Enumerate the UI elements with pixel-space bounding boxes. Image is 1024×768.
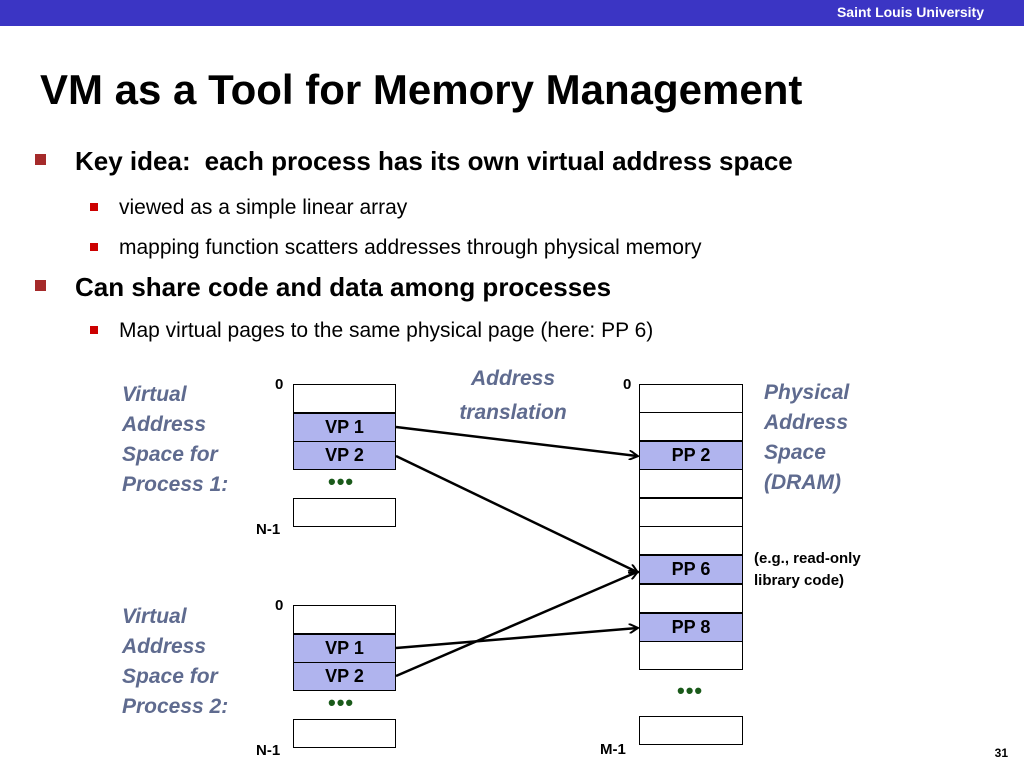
p1-zero-label: 0 (275, 376, 284, 393)
label-line: Process 2: (122, 695, 229, 718)
bullet-marker (35, 280, 46, 291)
note-line: (e.g., read-only (754, 550, 861, 567)
university-name: Saint Louis University (836, 4, 984, 20)
dram-page-last (639, 716, 743, 745)
p2-vp2: VP 2 (293, 662, 396, 691)
label-line: Address (470, 367, 556, 390)
p1-n-minus-1-label: N-1 (256, 521, 281, 538)
process2-label: Virtual Address Space for Process 2: (122, 602, 228, 722)
note-line: library code) (754, 572, 845, 589)
sub-bullet-text: Map virtual pages to the same physical p… (119, 319, 654, 342)
label-line: Physical (764, 381, 850, 404)
key-idea-label: Key idea: (75, 146, 191, 176)
label-line: Process 1: (122, 473, 229, 496)
address-translation-label: Address translation (438, 362, 588, 430)
dram-page (639, 584, 743, 613)
arrow-p2-vp1-to-pp8 (395, 628, 637, 650)
sub-bullet-linear-array: viewed as a simple linear array (90, 196, 408, 220)
sub-bullet-marker (90, 326, 98, 334)
arrow-p2-vp2-to-pp6 (395, 572, 637, 678)
p1-page-empty (293, 384, 396, 413)
label-line: Address (122, 413, 207, 436)
label-line: Address (764, 411, 849, 434)
bullet-marker (35, 154, 46, 165)
label-line: Address (122, 635, 207, 658)
page-number: 31 (994, 746, 1008, 760)
slide-title: VM as a Tool for Memory Management (40, 66, 803, 113)
sub-bullet-text: mapping function scatters addresses thro… (119, 236, 702, 259)
sub-bullet-map-pages: Map virtual pages to the same physical p… (90, 319, 654, 343)
label-line: Space for (122, 665, 218, 688)
label-line: Virtual (122, 605, 187, 628)
dram-pp6: PP 6 (639, 555, 743, 584)
dram-zero-label: 0 (623, 376, 632, 393)
physical-address-space-label: Physical Address Space (DRAM) (764, 378, 849, 498)
p2-page-last (293, 719, 396, 748)
p1-page-last (293, 498, 396, 527)
dram-m-minus-1-label: M-1 (600, 741, 626, 758)
key-idea-text: each process has its own virtual address… (204, 146, 793, 176)
dram-pp8: PP 8 (639, 613, 743, 642)
p2-page-empty (293, 605, 396, 634)
header-bar: Saint Louis University (0, 0, 1024, 26)
sub-bullet-text: viewed as a simple linear array (119, 196, 408, 219)
sub-bullet-mapping-function: mapping function scatters addresses thro… (90, 236, 702, 260)
read-only-note: (e.g., read-only library code) (754, 548, 861, 592)
bullet-share-code: Can share code and data among processes (35, 272, 612, 303)
p2-zero-label: 0 (275, 597, 284, 614)
label-line: translation (459, 401, 567, 424)
label-line: Virtual (122, 383, 187, 406)
bullet-key-idea: Key idea: each process has its own virtua… (35, 146, 793, 177)
process1-label: Virtual Address Space for Process 1: (122, 380, 228, 500)
label-line: Space (764, 441, 826, 464)
share-code-text: Can share code and data among processes (75, 272, 612, 302)
dram-page (639, 469, 743, 498)
dram-page (639, 641, 743, 670)
label-line: Space for (122, 443, 218, 466)
arrow-p1-vp1-to-pp2 (395, 425, 637, 456)
p1-ellipsis: ••• (328, 469, 355, 494)
dram-page (639, 526, 743, 555)
p2-ellipsis: ••• (328, 690, 355, 715)
p1-vp1: VP 1 (293, 413, 396, 442)
p2-vp1: VP 1 (293, 634, 396, 663)
dram-ellipsis: ••• (677, 678, 704, 703)
sub-bullet-marker (90, 243, 98, 251)
label-line: (DRAM) (764, 471, 841, 494)
sub-bullet-marker (90, 203, 98, 211)
p2-n-minus-1-label: N-1 (256, 742, 281, 759)
dram-page (639, 412, 743, 441)
arrow-p1-vp2-to-pp6 (395, 454, 637, 572)
p1-vp2: VP 2 (293, 441, 396, 470)
